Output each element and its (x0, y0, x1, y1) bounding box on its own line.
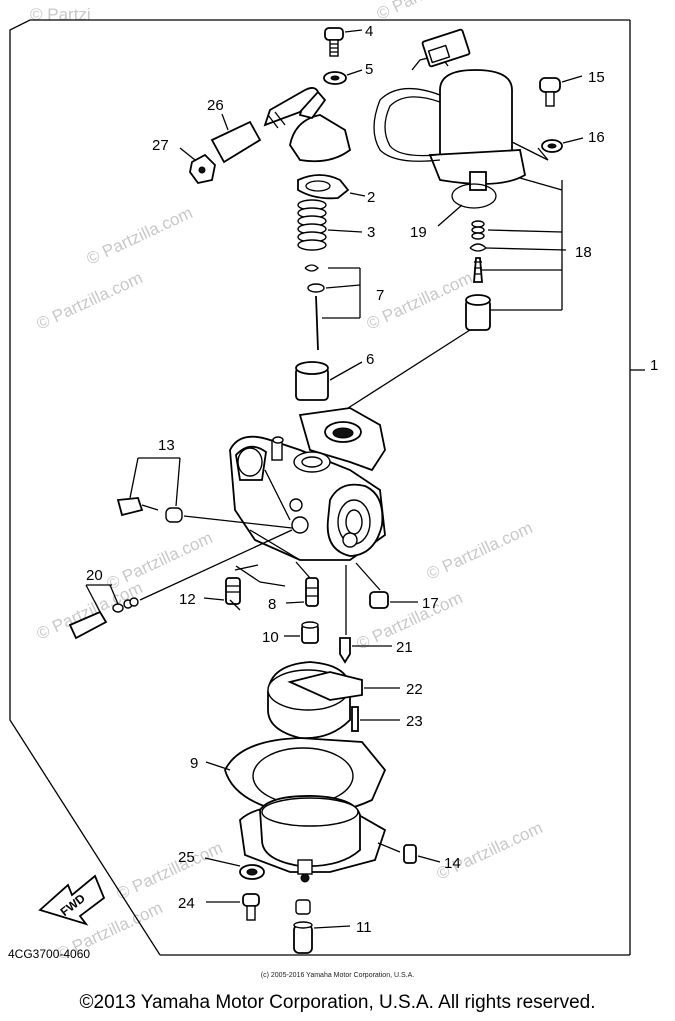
callout-17: 17 (422, 595, 439, 612)
watermark-top: © Partzi (30, 5, 91, 24)
callout-25: 25 (178, 849, 195, 866)
part-3-spring (297, 199, 363, 251)
part-17-screw (369, 591, 418, 609)
part-24-screw (206, 893, 260, 921)
callout-23: 23 (406, 713, 423, 730)
callout-24: 24 (178, 895, 195, 912)
part-10-main-jet (284, 621, 319, 644)
part-20-throttle-stop-screw (68, 529, 293, 640)
part-23-float-pin (351, 706, 400, 732)
part-7-jet-needle (304, 264, 361, 351)
callout-4: 4 (365, 23, 373, 40)
callout-18: 18 (575, 244, 592, 261)
part-cover-top (263, 87, 352, 163)
watermark: © Partzilla.com (34, 268, 146, 334)
leader-line (344, 329, 471, 411)
callout-1: 1 (650, 357, 658, 374)
assembly-boundary (9, 19, 631, 956)
part-19-o-ring (437, 183, 497, 227)
callout-13: 13 (158, 437, 175, 454)
callout-8: 8 (268, 596, 276, 613)
part-22-float (267, 661, 400, 740)
part-16-washer (511, 137, 584, 161)
part-13-pilot-screw (116, 457, 293, 529)
footer-copyright: ©2013 Yamaha Motor Corporation, U.S.A. A… (79, 992, 596, 1013)
part-6-throttle-valve (295, 361, 363, 401)
small-copyright: (c) 2005-2016 Yamaha Motor Corporation, … (260, 972, 415, 979)
leader-lines (235, 561, 381, 635)
part-15-screw (539, 75, 583, 107)
watermark: © Partzilla.com (104, 528, 216, 594)
callout-11: 11 (356, 919, 372, 936)
part-4-screw (324, 27, 363, 57)
part-18-choke-plunger (465, 177, 567, 331)
part-5-washer (323, 69, 363, 85)
callout-14: 14 (444, 855, 461, 872)
watermark: © Partzilla.com (424, 518, 536, 584)
part-float-chamber (239, 795, 387, 883)
callout-20: 20 (86, 567, 103, 584)
part-11-jet (293, 899, 351, 954)
part-12-plug (203, 564, 259, 611)
diagram-code: 4CG3700-4060 (8, 947, 90, 961)
part-9-float-chamber-gasket (205, 737, 387, 816)
callout-5: 5 (365, 61, 373, 78)
callout-22: 22 (406, 681, 423, 698)
callouts: 4 5 26 27 2 3 7 6 15 16 19 18 1 13 20 12… (86, 23, 658, 936)
callout-26: 26 (207, 97, 224, 114)
callout-27: 27 (152, 137, 169, 154)
callout-3: 3 (367, 224, 375, 241)
carburetor-body (229, 407, 386, 561)
part-14-drain-screw (377, 842, 441, 864)
part-27-nut (179, 147, 216, 185)
callout-15: 15 (588, 69, 605, 86)
callout-21: 21 (396, 639, 413, 656)
part-26-hose-fitting (210, 113, 262, 164)
part-8-needle-jet (285, 577, 319, 607)
fwd-arrow-icon: FWD (38, 874, 106, 926)
callout-19: 19 (410, 224, 427, 241)
part-25-washer (204, 857, 265, 880)
callout-7: 7 (376, 287, 384, 304)
part-2-gasket (297, 174, 366, 200)
callout-2: 2 (367, 189, 375, 206)
watermark: © Partzilla.com (114, 838, 226, 904)
part-21-float-needle (339, 637, 392, 664)
callout-6: 6 (366, 351, 374, 368)
callout-10: 10 (262, 629, 279, 646)
callout-16: 16 (588, 129, 605, 146)
part-auto-choke (373, 28, 527, 191)
callout-9: 9 (190, 755, 198, 772)
watermark: © Partzilla.com (84, 203, 196, 269)
callout-12: 12 (179, 591, 196, 608)
watermark: © Partzilla.com (34, 578, 146, 644)
watermark: © Partzilla.com (434, 818, 546, 884)
